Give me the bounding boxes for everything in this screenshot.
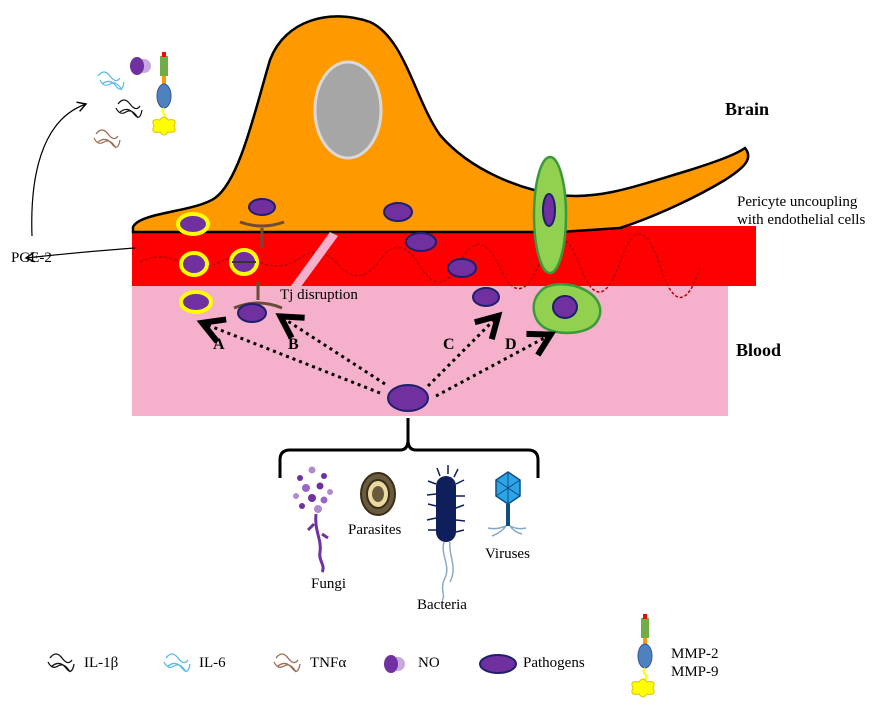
tj-disruption-streak bbox=[288, 232, 338, 290]
route-c-arrow bbox=[426, 318, 496, 388]
legend-mmp2-label: MMP-2 bbox=[671, 646, 719, 662]
route-c-label: C bbox=[443, 336, 455, 353]
pathogen bbox=[447, 258, 477, 278]
legend-il1b-label: IL-1β bbox=[84, 655, 119, 671]
fungi-label: Fungi bbox=[311, 576, 347, 592]
virus-icon bbox=[487, 471, 527, 537]
tj-disruption-label: Tj disruption bbox=[280, 287, 358, 303]
route-a-arrow bbox=[205, 324, 381, 395]
released-mmp-icon bbox=[152, 52, 176, 136]
pathogen bbox=[383, 202, 413, 222]
pathogen bbox=[237, 303, 267, 323]
bacteria-label: Bacteria bbox=[417, 597, 467, 613]
route-b-label: B bbox=[288, 336, 299, 353]
brain-label: Brain bbox=[725, 99, 770, 119]
legend-tnfa-icon bbox=[273, 653, 301, 673]
route-a-label: A bbox=[213, 336, 225, 353]
legend-pathogen-icon bbox=[479, 654, 517, 674]
legend-il6-icon bbox=[163, 653, 191, 673]
released-no-icon bbox=[130, 57, 151, 75]
pathogen bbox=[405, 232, 437, 252]
pathogen bbox=[248, 198, 276, 216]
legend-no-label: NO bbox=[418, 655, 440, 671]
released-il1b-icon bbox=[115, 99, 143, 119]
pge2-arrow bbox=[24, 247, 136, 263]
fungi-icon bbox=[293, 466, 333, 573]
pathogen-ringed bbox=[176, 212, 210, 236]
legend-il6-label: IL-6 bbox=[199, 655, 226, 671]
blood-layer bbox=[132, 284, 728, 416]
viruses-label: Viruses bbox=[485, 546, 530, 562]
pericyte-pathogen bbox=[542, 193, 556, 227]
released-tnfa-icon bbox=[93, 129, 121, 149]
cytokine-release-arrow bbox=[31, 101, 88, 237]
legend-pathogens-label: Pathogens bbox=[523, 655, 585, 671]
tight-junction-bottom bbox=[233, 282, 283, 310]
parasite-icon bbox=[360, 472, 396, 516]
astrocyte-cell bbox=[131, 15, 750, 234]
legend-mmp-icon bbox=[631, 614, 655, 698]
tight-junction-top bbox=[239, 220, 285, 248]
pathogen-bracket bbox=[278, 418, 540, 478]
central-pathogen bbox=[387, 384, 429, 412]
pathogen bbox=[472, 287, 500, 307]
pericyte-label-line2: with endothelial cells bbox=[737, 212, 866, 228]
released-il6-icon bbox=[97, 71, 125, 91]
legend-tnfa-label: TNFα bbox=[310, 655, 347, 671]
pathogen-ringed bbox=[179, 290, 213, 314]
route-d-label: D bbox=[505, 336, 517, 353]
pericyte-label-line1: Pericyte uncoupling bbox=[737, 194, 858, 210]
nucleus bbox=[313, 60, 383, 160]
leukocyte-pathogen bbox=[552, 295, 578, 319]
legend-il1b-icon bbox=[47, 653, 75, 673]
pge2-label: PGE-2 bbox=[11, 250, 52, 266]
endothelium-layer bbox=[132, 226, 756, 286]
bacteria-icon bbox=[426, 465, 466, 601]
pathogen-ringed bbox=[179, 251, 209, 277]
blood-label: Blood bbox=[736, 340, 782, 360]
legend-mmp9-label: MMP-9 bbox=[671, 664, 719, 680]
parasites-label: Parasites bbox=[348, 522, 402, 538]
legend-no-icon bbox=[384, 655, 405, 673]
route-d-arrow bbox=[435, 336, 548, 398]
